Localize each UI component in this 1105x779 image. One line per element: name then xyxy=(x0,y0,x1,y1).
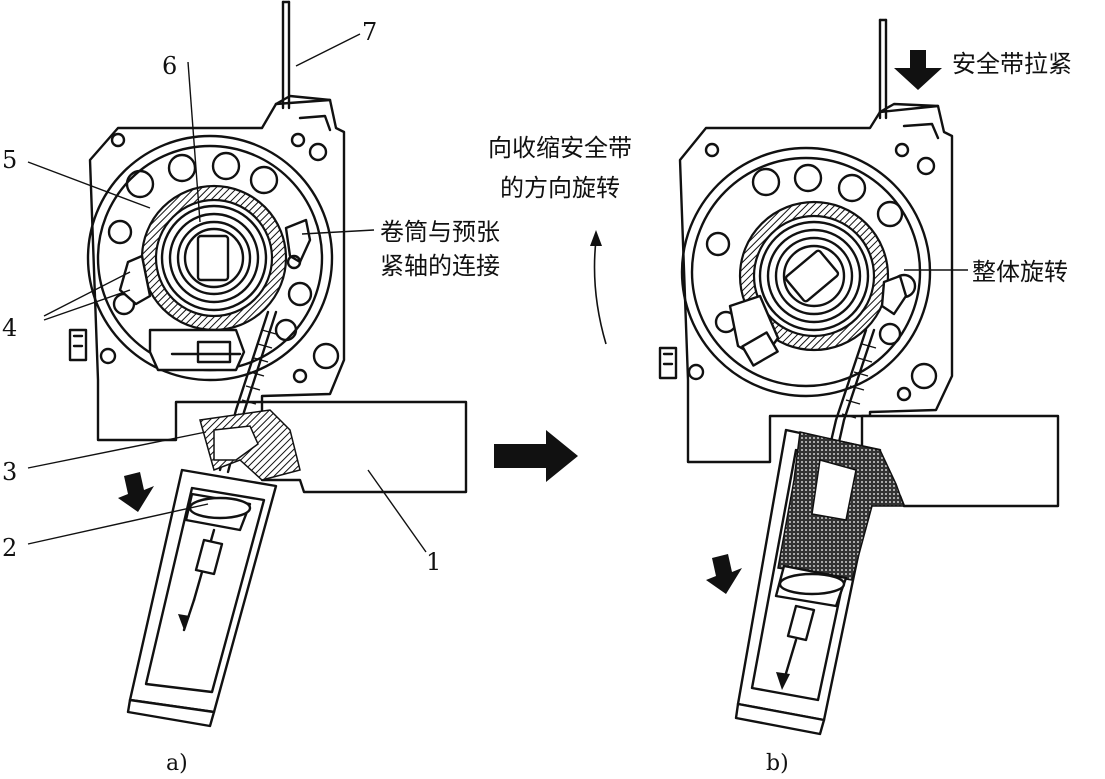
pawl-upper-a xyxy=(284,218,312,264)
transition-arrow xyxy=(494,430,578,482)
caption-b: b) xyxy=(766,751,789,776)
panel-a xyxy=(68,0,468,728)
spool-link-label-line1: 卷筒与预张 xyxy=(380,218,500,246)
housing-ring-b xyxy=(680,146,932,398)
spool-shaft-a xyxy=(196,234,230,282)
callout-4: 4 xyxy=(2,314,17,342)
piston-push-arrow-b xyxy=(706,554,742,594)
spool-b xyxy=(758,220,870,332)
callout-7: 7 xyxy=(362,18,377,46)
callout-1: 1 xyxy=(426,548,441,576)
ring-holes-a xyxy=(107,151,313,342)
belt-tighten-arrow xyxy=(894,50,942,90)
pretension-rod-b xyxy=(878,18,888,120)
spool-a xyxy=(160,204,268,312)
callout-6: 6 xyxy=(162,52,177,80)
rotate-label-line1: 向收缩安全带 xyxy=(488,134,632,162)
pawl-left-a xyxy=(118,254,152,306)
callout-5: 5 xyxy=(2,146,17,174)
belt-tighten-label: 安全带拉紧 xyxy=(952,50,1072,78)
whole-rotate-label: 整体旋转 xyxy=(972,258,1068,286)
caption-a: a) xyxy=(166,751,188,776)
pretension-rod-a xyxy=(281,0,291,110)
housing-ring-a xyxy=(86,134,334,382)
rotate-label-line2: 的方向旋转 xyxy=(500,174,620,202)
rotation-arrow xyxy=(593,239,607,345)
piston-push-arrow-a xyxy=(118,472,154,512)
leader-lines xyxy=(27,33,968,553)
callout-3: 3 xyxy=(2,458,17,486)
labels: 7 6 5 4 3 2 1 卷筒与预张 紧轴的连接 向收缩安全带 的方向旋转 安… xyxy=(2,18,1072,776)
panel-b xyxy=(658,18,1060,736)
callout-2: 2 xyxy=(2,534,17,562)
spool-shaft-b xyxy=(784,249,840,303)
spool-link-label-line2: 紧轴的连接 xyxy=(380,252,500,280)
